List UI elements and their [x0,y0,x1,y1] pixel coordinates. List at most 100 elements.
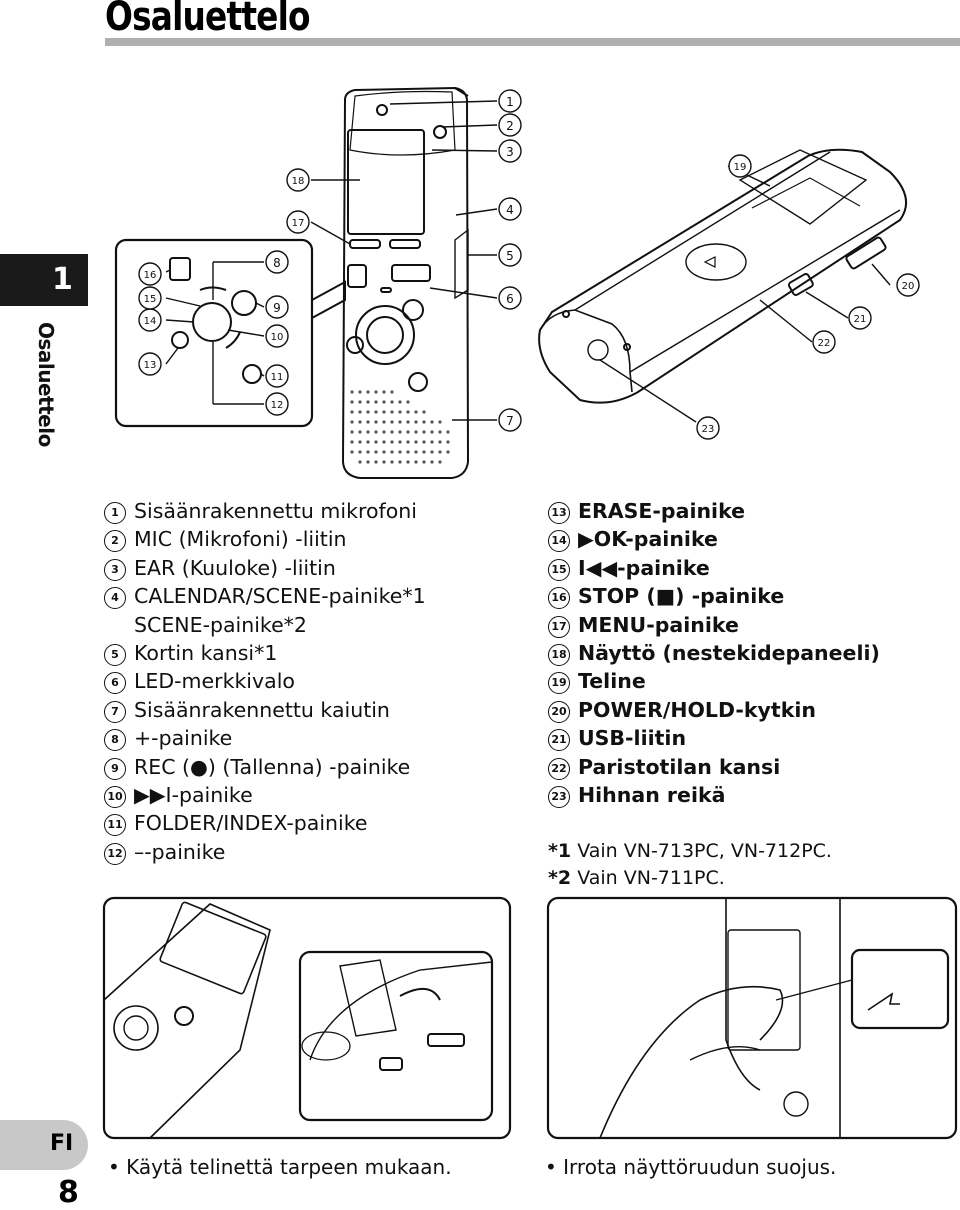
item-number-badge: 10 [104,786,126,809]
footnotes: *1 Vain VN-713PC, VN-712PC. *2 Vain VN-7… [548,838,832,892]
item-number-badge: 19 [548,672,570,695]
item-number-badge: 18 [548,644,570,667]
item-number-badge: 20 [548,700,570,723]
callout-17: 17 [286,210,310,234]
item-text: EAR (Kuuloke) -liitin [134,555,336,580]
item-text: Kortin kansi*1 [134,641,278,666]
item-text: CALENDAR/SCENE-painike*1 [134,584,426,609]
callout-badges: 1 2 3 4 5 6 7 8 9 10 11 12 13 14 15 16 1… [138,89,920,440]
callout-4: 4 [498,197,522,221]
list-item: 4 CALENDAR/SCENE-painike*1 [104,582,426,610]
item-text: STOP (■) -painike [578,584,785,609]
svg-text:13: 13 [144,360,157,371]
list-item: 18 Näyttö (nestekidepaneeli) [548,639,880,667]
item-text: Sisäänrakennettu mikrofoni [134,499,417,523]
svg-text:14: 14 [144,316,157,327]
callout-1: 1 [498,89,522,113]
item-number-badge: 1 [104,502,126,524]
list-item: 19 Teline [548,667,880,695]
svg-text:18: 18 [292,176,305,187]
footnote-text: Vain VN-711PC. [577,867,725,889]
chapter-tab [0,254,88,306]
language-label: FI [50,1131,74,1156]
item-text: FOLDER/INDEX-painike [134,811,368,836]
item-text: POWER/HOLD-kytkin [578,697,816,722]
recorder-back-drawing [538,148,908,404]
item-number-badge: 21 [548,729,570,752]
svg-text:23: 23 [702,424,715,435]
svg-text:11: 11 [271,372,284,383]
item-text: USB-liitin [578,726,687,751]
callout-15: 15 [138,286,162,310]
caption-screen-protector: • Irrota näyttöruudun suojus. [545,1155,837,1179]
list-item: SCENE-painike*2 [104,611,426,639]
item-text: Teline [578,669,646,694]
item-text: Paristotilan kansi [578,754,781,779]
svg-text:16: 16 [144,270,157,281]
callout-20: 20 [896,273,920,297]
svg-text:1: 1 [506,95,514,109]
svg-text:10: 10 [271,332,284,343]
item-number-badge: 2 [104,530,126,553]
callout-leader-lines [165,100,891,423]
callout-19: 19 [728,154,752,178]
svg-text:2: 2 [506,119,514,133]
svg-text:22: 22 [818,338,831,349]
item-text: ERASE-painike [578,499,746,523]
list-item: 5 Kortin kansi*1 [104,639,426,667]
item-number-badge: 3 [104,558,126,581]
list-item: 12–-painike [104,838,426,866]
item-number-badge: 9 [104,757,126,780]
item-number-badge: 15 [548,558,570,581]
item-number-badge: 8 [104,729,126,752]
button-detail-inset [114,238,346,428]
item-text: ▶OK-painike [578,527,718,552]
callout-18: 18 [286,168,310,192]
callout-23: 23 [696,416,720,440]
callout-6: 6 [498,286,522,310]
list-item: 20 POWER/HOLD-kytkin [548,696,880,724]
svg-text:5: 5 [506,249,514,263]
item-number-badge: 14 [548,530,570,553]
footnote: *1 Vain VN-713PC, VN-712PC. [548,838,832,865]
list-item: 21 USB-liitin [548,724,880,752]
svg-text:15: 15 [144,294,157,305]
item-number-badge: 22 [548,757,570,780]
item-text: ▶▶I-painike [134,783,253,808]
svg-text:12: 12 [271,400,284,411]
item-number-badge: 13 [548,502,570,524]
stand-illustration [102,896,512,1140]
callout-16: 16 [138,262,162,286]
footnote-mark: *1 [548,840,572,862]
footnote-mark: *2 [548,867,572,889]
item-number-badge: 17 [548,615,570,638]
footnote-text: Vain VN-713PC, VN-712PC. [577,840,832,862]
svg-text:21: 21 [854,314,867,325]
footnote: *2 Vain VN-711PC. [548,865,832,892]
item-number-badge: 5 [104,644,126,667]
callout-10: 10 [265,324,289,348]
callout-11: 11 [265,364,289,388]
callout-14: 14 [138,308,162,332]
caption-stand: • Käytä telinettä tarpeen mukaan. [108,1155,452,1179]
item-text: LED-merkkivalo [134,669,295,694]
callout-21: 21 [848,306,872,330]
list-item: 3 EAR (Kuuloke) -liitin [104,554,426,582]
list-item: 10 ▶▶I-painike [104,781,426,809]
item-number-badge: 4 [104,587,126,610]
svg-text:19: 19 [734,162,747,173]
page-number: 8 [58,1175,79,1210]
item-text: Näyttö (nestekidepaneeli) [578,641,880,666]
svg-text:9: 9 [273,301,281,315]
item-number-badge: 23 [548,786,570,809]
list-item: 13 ERASE-painike [548,497,880,525]
callout-5: 5 [498,243,522,267]
item-text: SCENE-painike*2 [134,612,307,637]
